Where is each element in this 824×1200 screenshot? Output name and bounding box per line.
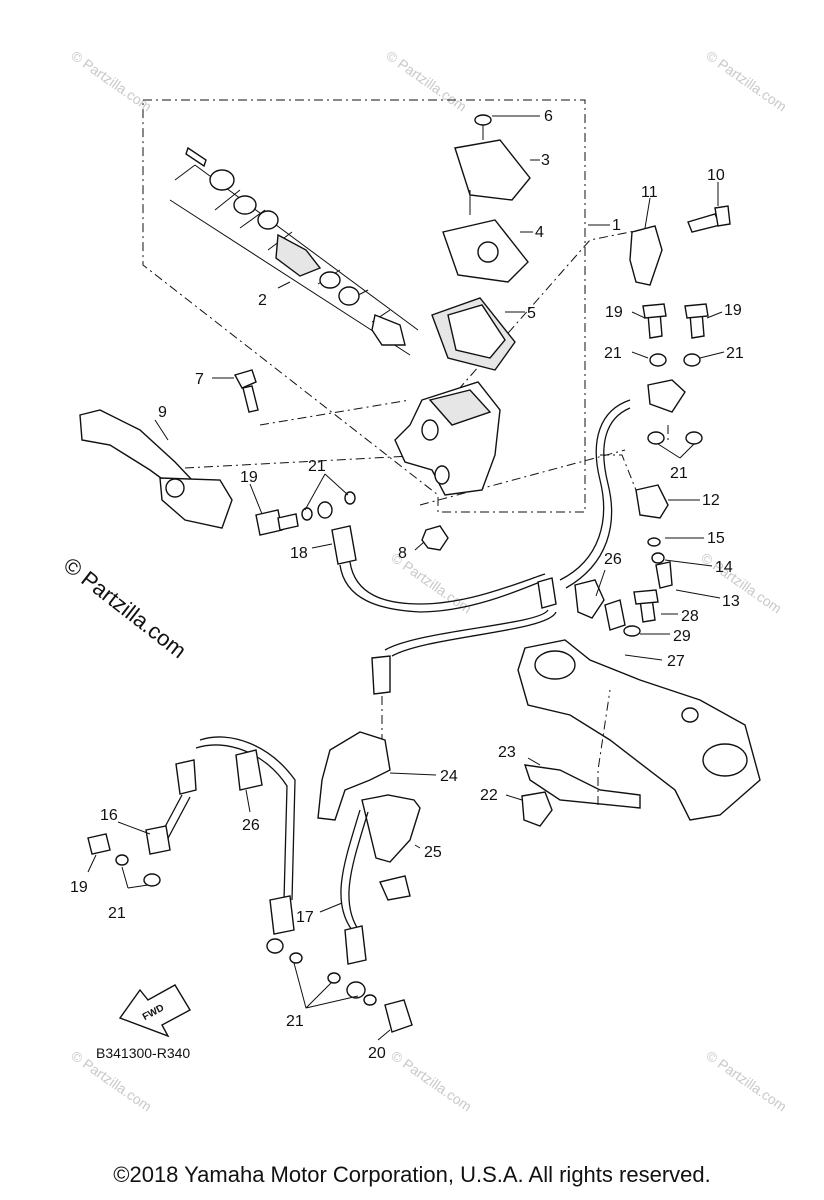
callout-2: 2	[258, 292, 267, 309]
callout-24: 24	[440, 768, 458, 785]
callout-6: 6	[544, 108, 553, 125]
watermark: © Partzilla.com	[68, 47, 154, 114]
nut-8	[421, 525, 449, 551]
callout-14: 14	[715, 559, 733, 576]
watermark: © Partzilla.com	[703, 1047, 789, 1114]
assembly-outline	[142, 99, 669, 513]
reservoir-parts	[431, 114, 531, 371]
right-bolts	[559, 303, 709, 589]
callout-8: 8	[398, 545, 407, 562]
leader-lines	[87, 115, 725, 1041]
callout-26: 26	[604, 551, 622, 568]
callout-5: 5	[527, 305, 536, 322]
callout-21: 21	[108, 905, 126, 922]
callout-23: 23	[498, 744, 516, 761]
callout-21: 21	[308, 458, 326, 475]
callout-12: 12	[702, 492, 720, 509]
callout-11: 11	[641, 184, 658, 201]
watermark: © Partzilla.com	[698, 549, 784, 616]
callout-21: 21	[286, 1013, 304, 1030]
callout-7: 7	[195, 371, 204, 388]
callout-28: 28	[681, 608, 699, 625]
callout-21: 21	[604, 345, 622, 362]
callout-19: 19	[70, 879, 88, 896]
callout-29: 29	[673, 628, 691, 645]
watermark-layer: © Partzilla.com © Partzilla.com © Partzi…	[68, 47, 789, 1114]
callout-21: 21	[726, 345, 744, 362]
callout-1: 1	[612, 217, 621, 234]
handlebar-clamp	[629, 205, 731, 286]
callout-18: 18	[290, 545, 308, 562]
callout-9: 9	[158, 404, 167, 421]
callout-16: 16	[100, 807, 118, 824]
steering-bracket	[517, 639, 761, 821]
bolt-7	[233, 369, 259, 413]
callout-4: 4	[535, 224, 544, 241]
callouts: 6 3 1 4 5 2 7 9 10 11 19 19 21 21 21 12 …	[70, 108, 744, 1062]
side-watermark: © Partzilla.com	[59, 552, 191, 663]
callout-19: 19	[724, 302, 742, 319]
callout-3: 3	[541, 152, 550, 169]
upper-hose-fitting	[255, 491, 546, 613]
fwd-arrow-icon: FWD	[118, 984, 191, 1038]
callout-10: 10	[707, 167, 725, 184]
watermark: © Partzilla.com	[388, 1047, 474, 1114]
watermark: © Partzilla.com	[703, 47, 789, 114]
callout-17: 17	[296, 909, 314, 926]
callout-21: 21	[670, 465, 688, 482]
master-cylinder-body	[394, 381, 501, 496]
callout-19: 19	[605, 304, 623, 321]
callout-20: 20	[368, 1045, 386, 1062]
brake-hose-routing	[371, 577, 659, 745]
callout-25: 25	[424, 844, 442, 861]
brake-switch	[635, 484, 673, 589]
copyright-footer: ©2018 Yamaha Motor Corporation, U.S.A. A…	[113, 1162, 711, 1187]
lower-hose-assembly	[87, 731, 421, 1033]
hose-bracket-22-23	[521, 689, 641, 827]
callout-22: 22	[480, 787, 498, 804]
callout-15: 15	[707, 530, 725, 547]
diagram-code: B341300-R340	[96, 1045, 190, 1061]
callout-26: 26	[242, 817, 260, 834]
brake-lever	[79, 409, 233, 529]
watermark: © Partzilla.com	[383, 47, 469, 114]
callout-27: 27	[667, 653, 685, 670]
callout-13: 13	[722, 593, 740, 610]
callout-19: 19	[240, 469, 258, 486]
piston-kit	[169, 146, 419, 356]
